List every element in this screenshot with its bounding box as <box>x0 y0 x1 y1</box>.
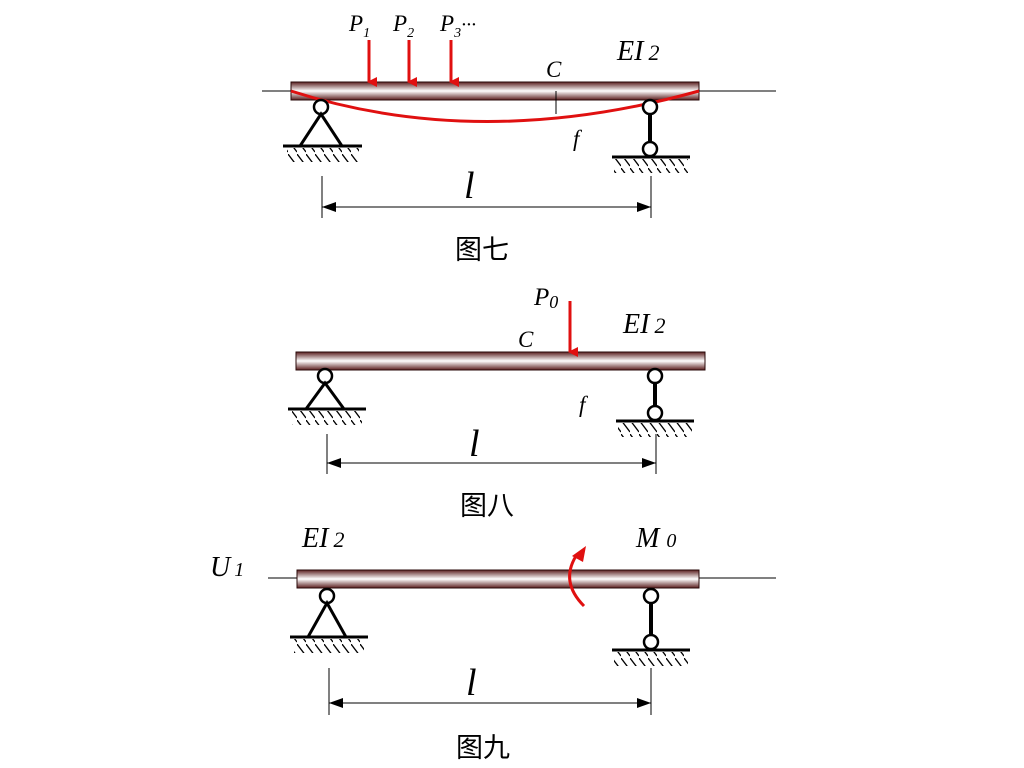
label-c: C <box>518 327 534 352</box>
label-span: l <box>466 662 477 704</box>
label-p3: P3··· <box>439 11 476 41</box>
label-p1: P1 <box>348 11 370 41</box>
label-p2: P2 <box>392 11 414 41</box>
pin-support-left <box>283 98 362 162</box>
label-f: f <box>579 392 589 417</box>
span-dimension <box>328 668 652 715</box>
pin-support-left <box>290 587 368 653</box>
roller-support-right <box>616 367 694 437</box>
span-dimension <box>326 434 657 474</box>
beam <box>290 81 700 101</box>
roller-support-right <box>612 98 690 173</box>
moment-arrow-m0 <box>568 546 586 608</box>
roller-support-right <box>612 587 690 666</box>
label-span: l <box>469 423 480 465</box>
label-p0: P0 <box>533 284 558 312</box>
span-dimension <box>321 176 652 218</box>
figure-caption: 图七 <box>455 235 509 266</box>
label-f: f <box>573 126 583 151</box>
figure-caption: 图八 <box>460 491 514 522</box>
label-c: C <box>546 57 562 82</box>
label-span: l <box>464 165 475 207</box>
beam <box>295 351 706 371</box>
beam <box>296 569 700 589</box>
pin-support-left <box>288 367 366 425</box>
deflection-curve <box>290 89 700 123</box>
figure-caption: 图九 <box>456 733 510 764</box>
